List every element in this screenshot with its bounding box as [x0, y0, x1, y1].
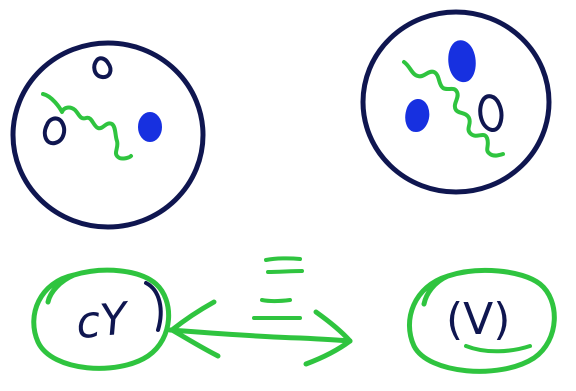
- left-circle: [13, 43, 203, 227]
- arrow-tick-a: [262, 300, 290, 301]
- equals-symbol: =: [0, 0, 1, 1]
- left-label-text: cY: [74, 293, 133, 349]
- right-label-text: (V): [446, 294, 510, 345]
- left-label-group: cY: [34, 270, 169, 368]
- right-filled-dot-top: [449, 41, 475, 81]
- right-hollow-dot: [480, 96, 501, 130]
- equals-bar-bottom: [268, 271, 302, 272]
- right-label-underline: [466, 346, 530, 351]
- double-arrow: [170, 300, 350, 364]
- right-filled-dot-left: [406, 100, 428, 131]
- equals-bar-top: [266, 258, 300, 260]
- left-filled-dot: [139, 113, 161, 141]
- left-hollow-dot-top: [94, 58, 110, 77]
- left-hollow-dot-left: [45, 118, 64, 143]
- left-container: [13, 43, 203, 227]
- arrow-shaft: [170, 330, 350, 341]
- right-label-group: (V): [409, 270, 554, 371]
- left-green-chain: [43, 94, 131, 159]
- right-container: [363, 12, 549, 192]
